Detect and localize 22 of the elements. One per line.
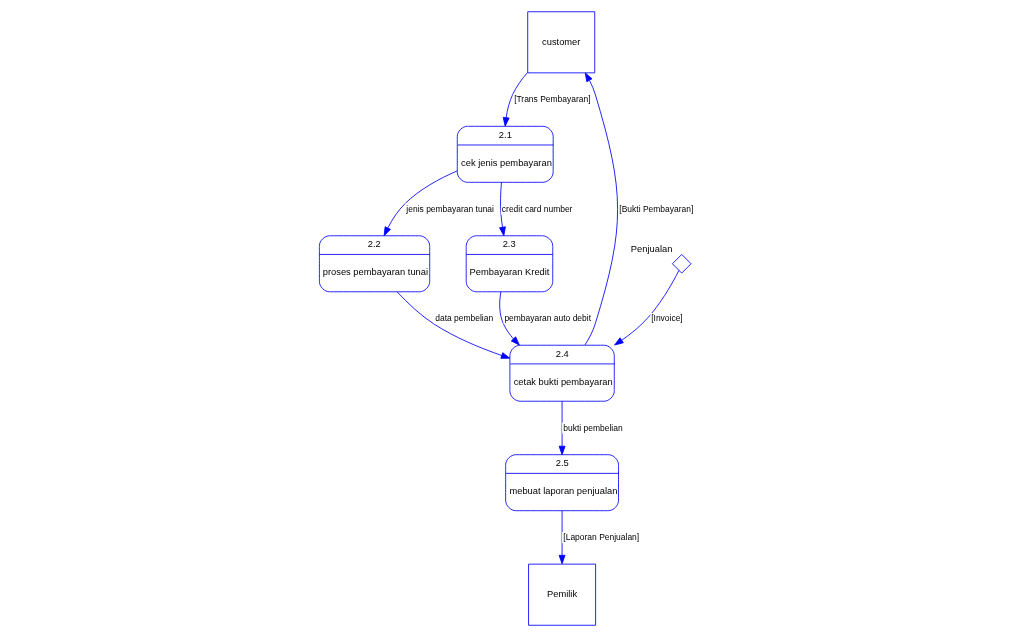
edge-label: [Bukti Pembayaran] (618, 203, 693, 214)
node-box: customer (526, 11, 595, 74)
node-box: Pemilik (527, 563, 596, 626)
edge-label: data pembelian (434, 313, 493, 324)
arrow (558, 510, 565, 565)
arrow (613, 270, 679, 346)
node-diamond (671, 254, 691, 274)
arrow (383, 170, 458, 237)
edge-label: pembayaran auto debit (503, 313, 591, 324)
arrow (502, 72, 528, 127)
edge-label: credit card number (501, 203, 572, 214)
node-label: Penjualan (630, 243, 672, 254)
edge-label: bukti pembelian (562, 422, 623, 433)
arrow (396, 291, 510, 359)
arrow (498, 181, 506, 237)
edge-label: [Trans Pembayaran] (513, 94, 591, 105)
edge-label: [Laporan Penjualan] (562, 531, 639, 542)
edge-label: jenis pembayaran tunai (405, 203, 494, 214)
edge-label: [Invoice] (650, 313, 683, 324)
arrow (498, 291, 520, 346)
arrow (558, 400, 565, 456)
arrow (584, 72, 618, 346)
